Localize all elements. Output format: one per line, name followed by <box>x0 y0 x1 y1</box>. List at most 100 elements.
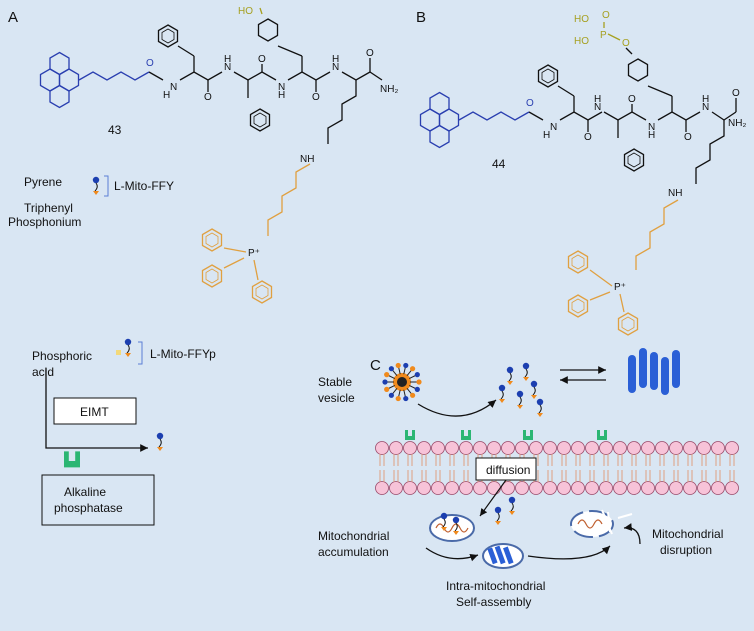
lipid-head <box>543 469 557 495</box>
legend-triphenyl-line2: Phosphonium <box>8 215 81 229</box>
compound-43-number: 43 <box>108 123 122 137</box>
svg-text:NH₂: NH₂ <box>728 118 746 129</box>
panel-label-b: B <box>416 9 426 26</box>
svg-text:N: N <box>332 62 339 73</box>
panel-c-mechanism: Stable vesicle diffusion <box>318 348 739 609</box>
svg-text:H: H <box>702 94 709 105</box>
svg-text:O: O <box>628 94 636 105</box>
lipid-head <box>403 441 417 467</box>
lipid-head <box>627 469 641 495</box>
lipid-head <box>711 469 725 495</box>
lipid-head <box>655 469 669 495</box>
svg-text:O: O <box>622 38 630 49</box>
svg-text:N: N <box>278 82 285 93</box>
enzyme-icon <box>597 430 607 440</box>
stable-vesicle-line2: vesicle <box>318 391 355 405</box>
lipid-head <box>697 441 711 467</box>
lipid-head <box>711 441 725 467</box>
lipid-head <box>697 469 711 495</box>
svg-text:H: H <box>332 54 339 65</box>
panel-label-c: C <box>370 357 381 374</box>
lipid-head <box>431 469 445 495</box>
peptide-product-icon <box>156 432 164 452</box>
svg-text:HO: HO <box>238 6 253 17</box>
svg-text:NH: NH <box>300 154 314 165</box>
svg-text:O: O <box>526 98 534 109</box>
stable-vesicle-line1: Stable <box>318 375 352 389</box>
svg-text:O: O <box>366 48 374 59</box>
svg-text:H: H <box>594 94 601 105</box>
legend-pyrene-label: Pyrene <box>24 175 62 189</box>
mito-ffyp-label: L-Mito-FFYp <box>150 347 216 361</box>
svg-text:O: O <box>602 10 610 21</box>
alkaline-line2: phosphatase <box>54 501 123 515</box>
lipid-head <box>627 441 641 467</box>
legend-mito-ffy-label: L-Mito-FFY <box>114 179 174 193</box>
phosphoric-acid-line1: Phosphoric <box>32 349 92 363</box>
peptide-phosphate-icon <box>124 338 132 358</box>
svg-text:O: O <box>204 92 212 103</box>
lipid-head <box>641 469 655 495</box>
dephosphorylation-scheme: Phosphoric acid L-Mito-FFYp EIMT Alkalin… <box>32 338 216 526</box>
mitochondrion-disruption-icon <box>570 509 633 538</box>
legend-l-mito-ffy: Pyrene L-Mito-FFY Triphenyl Phosphonium <box>8 175 174 229</box>
cell-membrane <box>375 430 739 495</box>
lipid-head <box>669 469 683 495</box>
compound-44-number: 44 <box>492 157 506 171</box>
lipid-head <box>599 441 613 467</box>
pyrene-icon <box>421 93 459 148</box>
svg-text:O: O <box>258 54 266 65</box>
lipid-head <box>571 469 585 495</box>
diffusion-label: diffusion <box>486 463 530 477</box>
panel-label-a: A <box>8 9 18 26</box>
lipid-head <box>459 441 473 467</box>
svg-text:N: N <box>702 102 709 113</box>
lipid-head <box>445 441 459 467</box>
lipid-head <box>683 469 697 495</box>
lipid-head <box>417 469 431 495</box>
svg-text:H: H <box>648 130 655 141</box>
peptide-molecule-icon <box>92 176 100 196</box>
intra-line2: Self-assembly <box>456 595 531 609</box>
lipid-head <box>585 441 599 467</box>
svg-text:H: H <box>278 90 285 101</box>
lipid-head <box>641 441 655 467</box>
legend-triphenyl-line1: Triphenyl <box>24 201 73 215</box>
lipid-head <box>459 469 473 495</box>
lipid-head <box>417 441 431 467</box>
mitochondrion-accumulation-icon <box>429 512 475 542</box>
mito-disrupt-line2: disruption <box>660 543 712 557</box>
svg-text:P⁺: P⁺ <box>614 282 626 293</box>
lipid-head <box>557 441 571 467</box>
nanofiber-bundle-icon <box>628 348 680 395</box>
compound-43-structure: O H N O N H O H N HO O N H O NH₂ NH <box>41 6 398 304</box>
svg-text:P⁺: P⁺ <box>248 248 260 259</box>
lipid-head <box>375 441 389 467</box>
phosphoric-acid-line2: acid <box>32 365 54 379</box>
svg-text:O: O <box>732 88 740 99</box>
svg-text:O: O <box>584 132 592 143</box>
compound-44-structure: O H N O N H O H N O P O HO HO O N H <box>421 10 746 336</box>
svg-text:HO: HO <box>574 14 589 25</box>
lipid-head <box>375 469 389 495</box>
svg-text:HO: HO <box>574 36 589 47</box>
alkaline-phosphatase-box <box>41 474 155 526</box>
lipid-head <box>725 441 739 467</box>
svg-text:O: O <box>312 92 320 103</box>
svg-text:H: H <box>224 54 231 65</box>
enzyme-icon <box>64 451 80 468</box>
enzyme-icon <box>405 430 415 440</box>
svg-text:O: O <box>684 132 692 143</box>
svg-text:O: O <box>146 58 154 69</box>
lipid-head <box>403 469 417 495</box>
lipid-head <box>571 441 585 467</box>
lipid-head <box>445 469 459 495</box>
lipid-head <box>585 469 599 495</box>
pyrene-icon <box>41 53 79 108</box>
svg-text:H: H <box>163 90 170 101</box>
svg-text:H: H <box>543 130 550 141</box>
svg-text:NH₂: NH₂ <box>380 84 398 95</box>
mito-accum-line1: Mitochondrial <box>318 529 389 543</box>
